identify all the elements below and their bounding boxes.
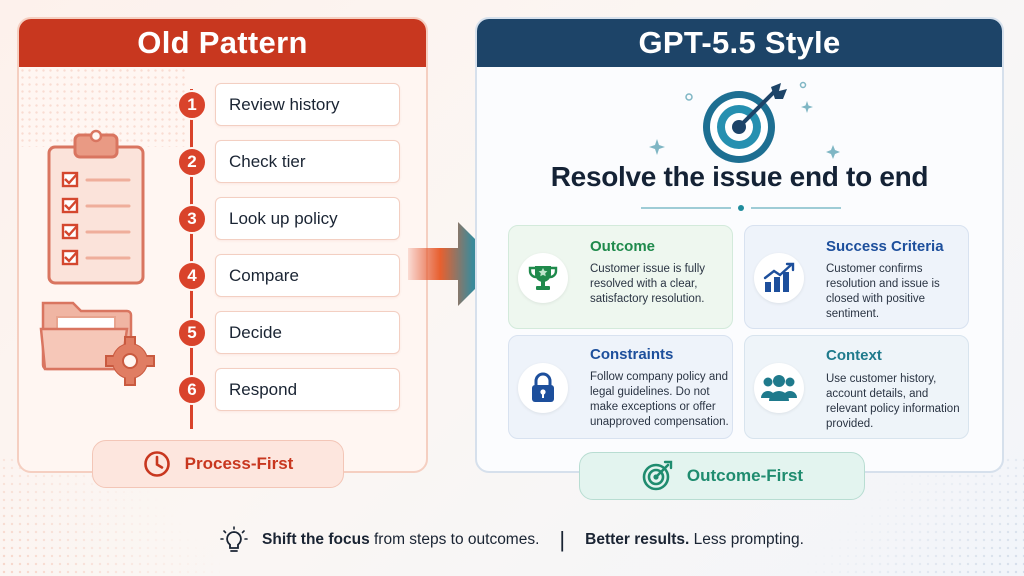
step-number: 6	[177, 375, 207, 405]
footer-text-1: from steps to outcomes.	[374, 531, 540, 548]
target-bullseye-icon	[649, 81, 840, 163]
card-text: Use customer history, account details, a…	[826, 373, 960, 430]
footer-bold-2: Better results.	[585, 531, 690, 548]
process-first-label: Process-First	[184, 454, 294, 473]
footer-text-2: Less prompting.	[693, 531, 804, 548]
footer-right-text: Better results. Less prompting.	[585, 531, 804, 549]
step-review-history: Review history	[215, 83, 400, 126]
lock-icon	[532, 372, 554, 402]
card-title: Success Criteria	[826, 238, 944, 255]
step-look-up-policy: Look up policy	[215, 197, 400, 240]
card-title: Constraints	[590, 346, 674, 363]
old-pattern-title: Old Pattern	[19, 19, 426, 67]
card-success-criteria: Success Criteria Customer confirms resol…	[744, 225, 969, 329]
step-number: 1	[177, 90, 207, 120]
resolve-headline: Resolve the issue end to end	[550, 161, 929, 192]
step-number: 4	[177, 261, 207, 291]
footer-message: Shift the focus from steps to outcomes. …	[0, 526, 1024, 554]
users-group-icon	[761, 375, 797, 401]
step-check-tier: Check tier	[215, 140, 400, 183]
card-context: Context Use customer history, account de…	[744, 335, 969, 439]
step-compare: Compare	[215, 254, 400, 297]
card-icon-wrap	[754, 363, 804, 413]
card-icon-wrap	[518, 363, 568, 413]
step-number: 5	[177, 318, 207, 348]
card-icon-wrap	[754, 253, 804, 303]
footer-left-text: Shift the focus from steps to outcomes.	[262, 531, 539, 549]
trophy-icon	[528, 266, 558, 290]
timeline-line	[190, 89, 193, 429]
footer-bold-1: Shift the focus	[262, 531, 370, 548]
bar-chart-up-icon	[763, 262, 795, 292]
card-outcome: Outcome Customer issue is fully resolved…	[508, 225, 733, 329]
step-number: 3	[177, 204, 207, 234]
lightbulb-icon	[220, 526, 248, 552]
outcome-first-badge: Outcome-First	[579, 452, 865, 500]
step-number: 2	[177, 147, 207, 177]
target-icon	[642, 460, 673, 491]
card-title: Context	[826, 347, 882, 364]
card-text: Customer confirms resolution and issue i…	[826, 263, 940, 320]
card-title: Outcome	[590, 238, 656, 255]
folder-gear-icon	[39, 301, 155, 386]
card-icon-wrap	[518, 253, 568, 303]
outcome-first-label: Outcome-First	[686, 466, 804, 485]
card-constraints: Constraints Follow company policy and le…	[508, 335, 733, 439]
step-respond: Respond	[215, 368, 400, 411]
footer-separator: |	[559, 527, 566, 552]
headline-divider	[641, 205, 841, 211]
clock-icon	[143, 451, 170, 477]
gpt-style-title: GPT-5.5 Style	[477, 19, 1002, 67]
card-text: Follow company policy and legal guidelin…	[590, 371, 729, 428]
process-first-badge: Process-First	[92, 440, 344, 488]
step-decide: Decide	[215, 311, 400, 354]
gpt-style-panel: GPT-5.5 Style Resolve the issue end to e…	[475, 17, 1004, 473]
clipboard-checklist-icon	[47, 129, 145, 285]
old-pattern-panel: Old Pattern	[17, 17, 428, 473]
card-text: Customer issue is fully resolved with a …	[590, 263, 706, 305]
